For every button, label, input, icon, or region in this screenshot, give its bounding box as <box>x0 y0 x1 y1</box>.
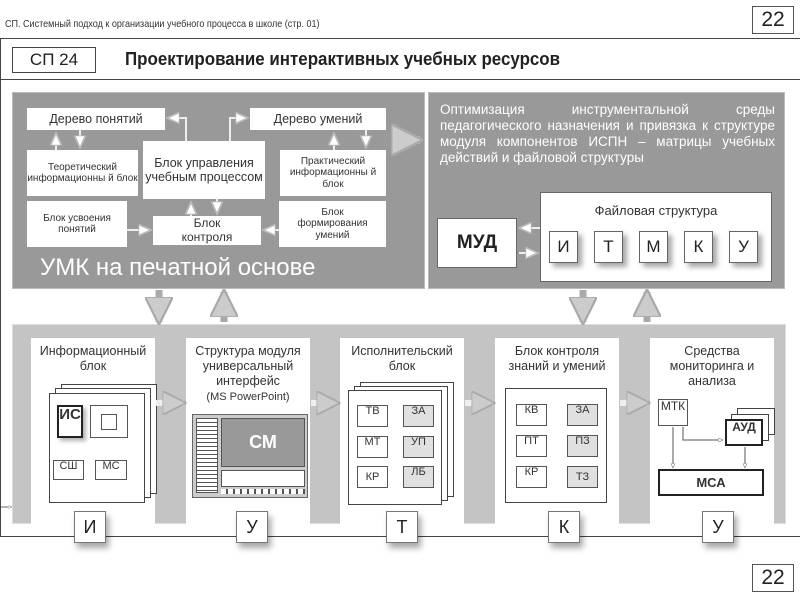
file-folder-u: У <box>729 231 758 263</box>
kr-control-item: КР <box>516 466 547 488</box>
umk-label: УМК на печатной основе <box>40 254 316 281</box>
page-title: Проектирование интерактивных учебных рес… <box>125 49 561 69</box>
toolbar-strip <box>221 489 305 494</box>
ssh-item: СШ <box>53 460 84 480</box>
tag-k: К <box>548 511 580 543</box>
pz-item: ПЗ <box>567 435 598 457</box>
knowledge-control-column: Блок контроля знаний и умений КВ ЗА ПТ П… <box>495 338 619 525</box>
skill-forming-block: Блок формирования умений <box>279 201 386 247</box>
execution-block-column: Исполнительский блок ТВ ЗА МТ УП КР ЛБ <box>340 338 464 525</box>
file-folder-m: М <box>639 231 668 263</box>
module-structure-subtitle: (MS PowerPoint) <box>206 391 290 403</box>
page-number-bottom: 22 <box>752 564 794 592</box>
practice-info-block: Практический информационны й блок <box>280 150 386 196</box>
info-block-title: Информационный блок <box>39 344 147 373</box>
pt-item: ПТ <box>516 435 547 457</box>
file-structure-title: Файловая структура <box>594 203 718 218</box>
document-subtitle: СП. Системный подход к организации учебн… <box>5 18 320 30</box>
image-placeholder <box>90 405 128 438</box>
tag-u: У <box>236 511 268 543</box>
page-number-top: 22 <box>752 6 794 34</box>
module-structure-title-text: Структура модуля универсальный интерфейс <box>195 344 301 388</box>
info-block-column: Информационный блок ИС СШ МС <box>31 338 157 525</box>
file-folder-i: И <box>549 231 578 263</box>
slide-list-pane <box>196 418 218 493</box>
execution-block-title: Исполнительский блок <box>351 344 453 373</box>
mt-item: МТ <box>357 436 388 458</box>
is-item: ИС <box>57 405 83 438</box>
file-folder-k: К <box>684 231 713 263</box>
module-structure-title: Структура модуля универсальный интерфейс… <box>186 344 310 405</box>
kr-item: КР <box>357 466 388 488</box>
slide-canvas: СМ <box>221 418 305 467</box>
image-square-icon <box>101 414 117 430</box>
concept-tree-box: Дерево понятий <box>27 108 165 130</box>
mud-box: МУД <box>437 218 517 268</box>
up-item: УП <box>403 436 434 458</box>
section-code: СП 24 <box>12 47 96 73</box>
aud-item: АУД <box>725 419 763 446</box>
monitoring-column: Средства мониторинга и анализа МТК АУД М… <box>650 338 775 525</box>
monitoring-title: Средства мониторинга и анализа <box>669 344 755 388</box>
title-row <box>0 38 800 80</box>
notes-pane <box>221 470 305 487</box>
tag-i: И <box>74 511 106 543</box>
file-structure-box: Файловая структура И Т М К У <box>540 192 772 282</box>
knowledge-control-title: Блок контроля знаний и умений <box>508 344 606 373</box>
tag-t: Т <box>386 511 418 543</box>
file-folder-t: Т <box>594 231 623 263</box>
control-block: Блок контроля <box>153 216 261 245</box>
za-item: ЗА <box>403 405 434 427</box>
za-control-item: ЗА <box>567 404 598 426</box>
learning-control-center: Блок управления учебным процессом <box>143 141 265 199</box>
msa-item: МСА <box>658 469 764 496</box>
mtk-item: МТК <box>658 399 688 426</box>
theory-info-block: Теоретический информационны й блок <box>27 150 138 196</box>
tag-u-monitoring: У <box>702 511 734 543</box>
skill-tree-box: Дерево умений <box>250 108 386 130</box>
ms-item: МС <box>95 460 127 480</box>
concept-learning-block: Блок усвоения понятий <box>27 201 127 247</box>
ppt-window-mockup: СМ <box>192 414 308 498</box>
kv-item: КВ <box>516 404 547 426</box>
module-structure-column: Структура модуля универсальный интерфейс… <box>186 338 310 525</box>
lb-item: ЛБ <box>403 466 434 488</box>
tz-item: ТЗ <box>567 466 598 488</box>
tv-item: ТВ <box>357 405 388 427</box>
optimization-description: Оптимизация инструментальной среды педаг… <box>440 102 775 165</box>
